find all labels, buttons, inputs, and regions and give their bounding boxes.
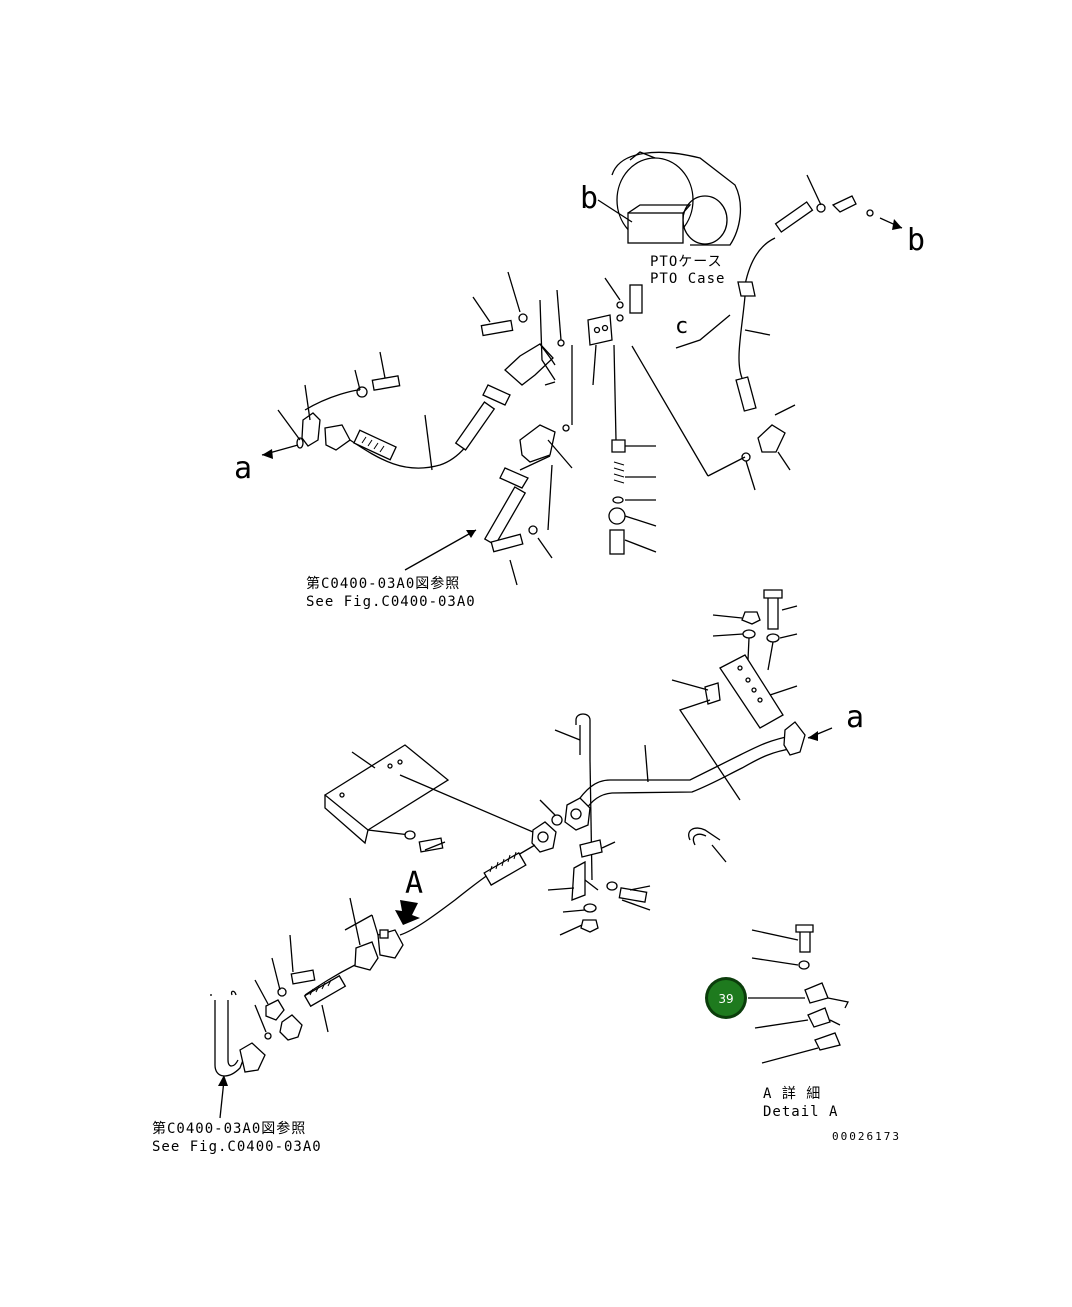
ref-bottom-jp: 第C0400-03A0図参照 xyxy=(152,1120,306,1137)
pto-case-label-jp: PTOケース xyxy=(650,254,723,270)
callout-number: 39 xyxy=(718,992,733,1006)
drawing-number: 00026173 xyxy=(832,1130,901,1143)
hose-to-b xyxy=(735,174,903,412)
label-A-arrow: A xyxy=(405,866,423,901)
label-c: c xyxy=(675,314,688,339)
cover-plate xyxy=(323,744,541,845)
detail-a: A 詳 細 Detail A xyxy=(748,924,849,1120)
bolt-stack xyxy=(608,344,657,555)
label-a-left: a xyxy=(234,451,252,486)
detail-a-label-jp: A 詳 細 xyxy=(763,1086,821,1102)
ref-top-en: See Fig.C0400-03A0 xyxy=(306,594,476,610)
detail-a-label-en: Detail A xyxy=(763,1104,838,1120)
top-assembly: b PTOケース PTO Case b c xyxy=(234,151,925,610)
pto-case-drawing xyxy=(611,151,742,246)
ref-bottom-en: See Fig.C0400-03A0 xyxy=(152,1139,322,1155)
label-a-right: a xyxy=(846,700,864,735)
left-flange xyxy=(261,384,351,459)
label-b-right: b xyxy=(907,223,925,258)
pto-case-label-en: PTO Case xyxy=(650,271,725,287)
bottom-assembly: a xyxy=(152,589,864,1155)
part-callout-39[interactable]: 39 xyxy=(705,977,747,1019)
ref-top-jp: 第C0400-03A0図参照 xyxy=(306,575,460,592)
label-b-left: b xyxy=(580,181,598,216)
